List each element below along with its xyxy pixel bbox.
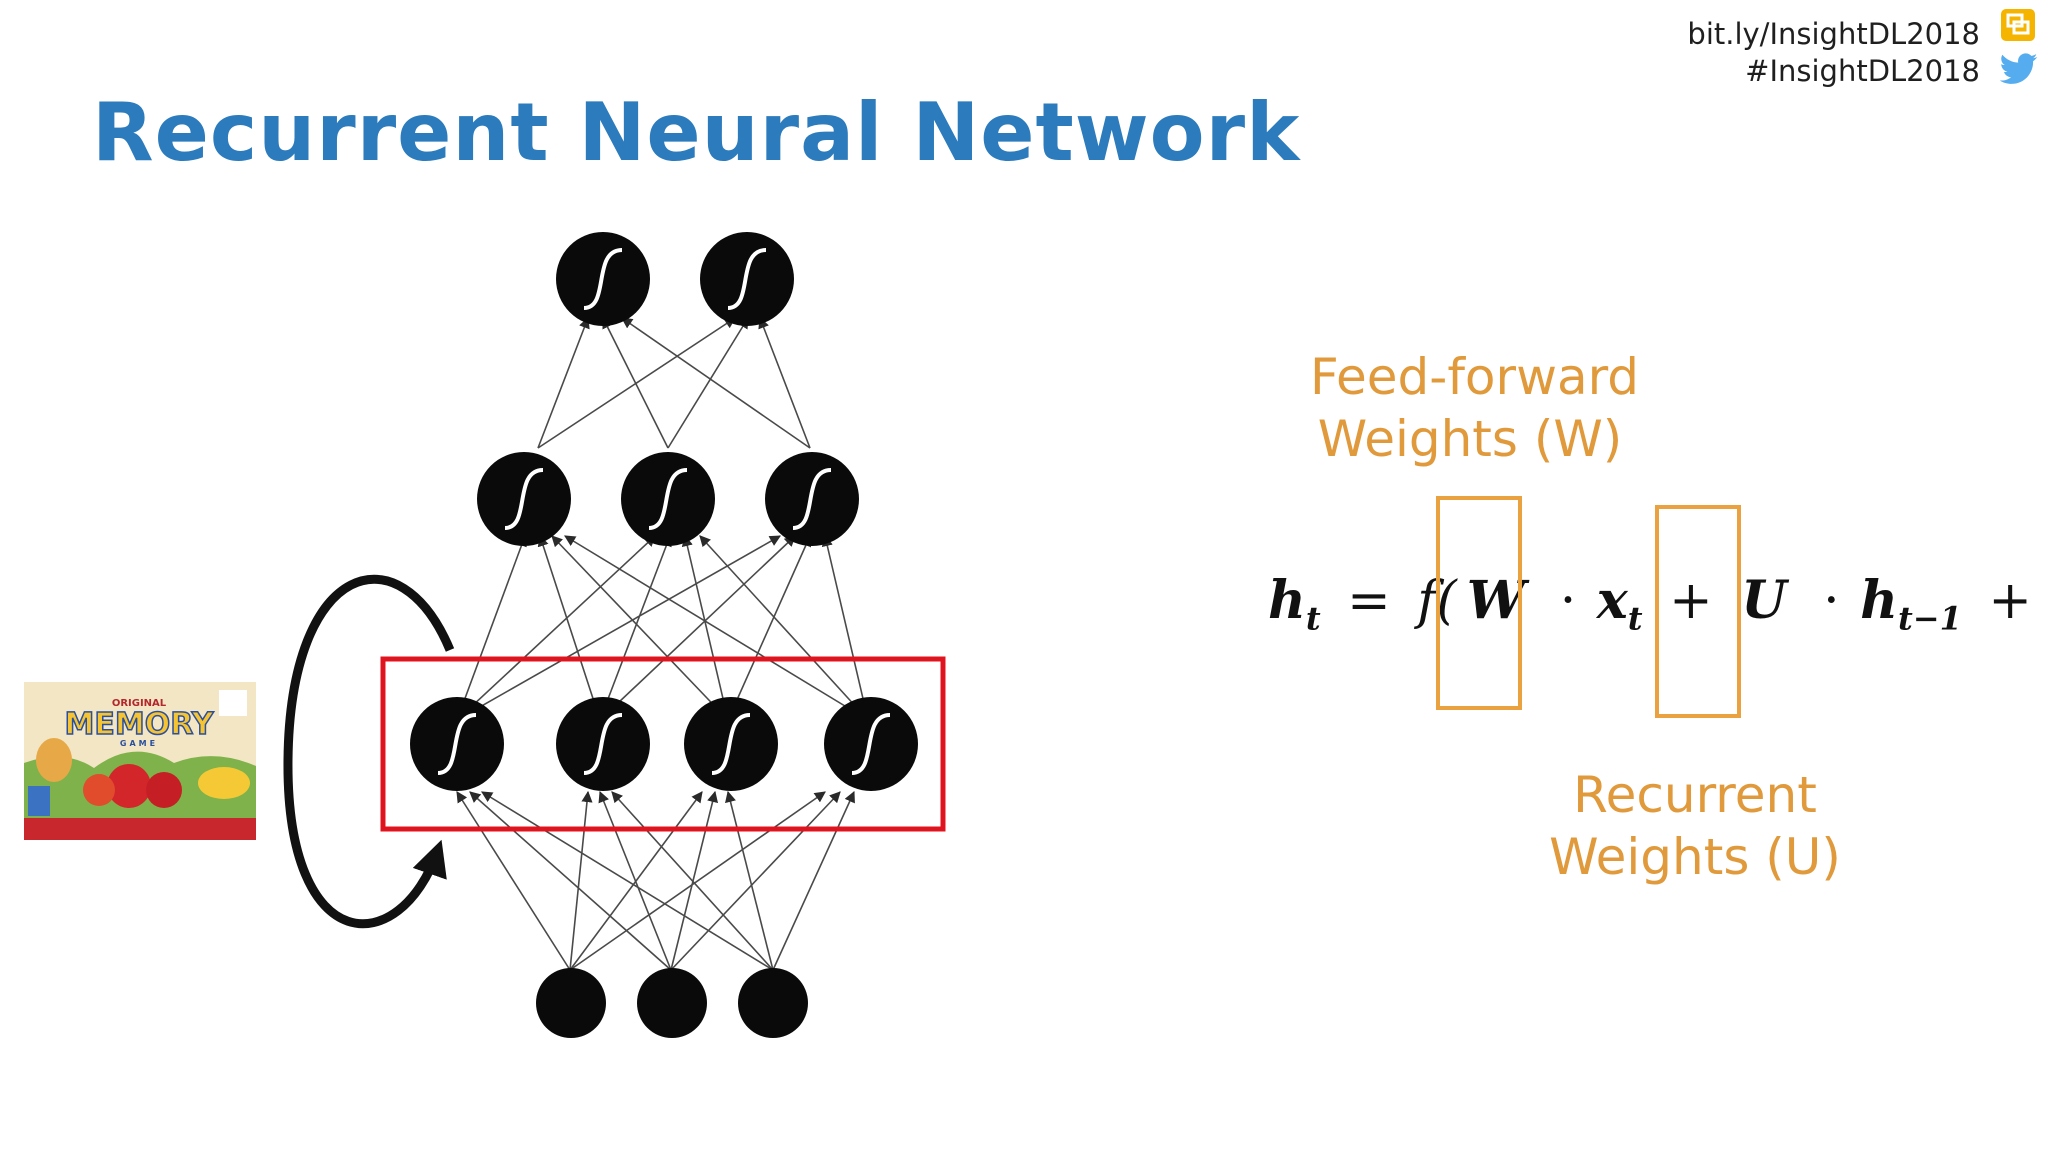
- eq-x: x: [1596, 570, 1628, 631]
- hidden-layer: [410, 697, 918, 791]
- recurrent-loop-arrow: [283, 574, 455, 929]
- header-links: bit.ly/InsightDL2018 #InsightDL2018: [1687, 16, 1980, 90]
- sigmoid-node: [556, 232, 650, 326]
- eq-w: W: [1466, 570, 1526, 631]
- sigmoid-node: [824, 697, 918, 791]
- eq-plus2: +: [1988, 571, 2032, 631]
- eq-dot1: ·: [1559, 571, 1577, 631]
- sigmoid-node: [700, 232, 794, 326]
- sigmoid-node: [477, 452, 571, 546]
- eq-h-prev-sub: t−1: [1897, 599, 1962, 638]
- sigmoid-icon: [437, 713, 477, 775]
- w-weight-box: [1436, 496, 1522, 710]
- eq-h-prev: h: [1860, 570, 1898, 631]
- input-node: [738, 968, 808, 1038]
- sigmoid-icon: [583, 248, 623, 310]
- feedforward-label-line1: Feed-forward: [1310, 348, 1640, 406]
- hashtag[interactable]: #InsightDL2018: [1745, 54, 1980, 88]
- output-layer: [556, 232, 794, 326]
- input-node: [536, 968, 606, 1038]
- twitter-bird-icon: [2000, 53, 2038, 84]
- sigmoid-icon: [851, 713, 891, 775]
- eq-plus1: +: [1669, 571, 1713, 631]
- feedforward-label-line2: Weights (W): [1317, 410, 1623, 468]
- sigmoid-node: [556, 697, 650, 791]
- hidden-layer-highlight: [380, 656, 946, 832]
- middle-layer: [477, 452, 859, 546]
- rnn-diagram: [283, 232, 946, 1038]
- sigmoid-icon: [711, 713, 751, 775]
- sigmoid-node: [621, 452, 715, 546]
- eq-u: U: [1741, 570, 1787, 631]
- recurrent-label-line1: Recurrent: [1573, 766, 1817, 824]
- recurrent-label: Recurrent Weights (U): [1535, 764, 1855, 888]
- memory-brand-main: MEMORY: [65, 707, 215, 742]
- sigmoid-icon: [648, 468, 688, 530]
- google-slides-icon: [2001, 9, 2035, 41]
- eq-h: h: [1268, 570, 1306, 631]
- memory-game-box-image: ORIGINAL MEMORY GAME: [24, 668, 256, 840]
- eq-x-sub: t: [1627, 599, 1643, 638]
- sigmoid-icon: [727, 248, 767, 310]
- eq-h-sub: t: [1305, 599, 1321, 638]
- eq-dot2: ·: [1823, 571, 1840, 631]
- rnn-equation: ht = f(W · xt + U · ht−1 + b): [1268, 570, 2032, 640]
- u-weight-box: [1655, 505, 1741, 718]
- slide-title: Recurrent Neural Network: [92, 86, 1301, 179]
- sigmoid-node: [765, 452, 859, 546]
- short-link[interactable]: bit.ly/InsightDL2018: [1687, 17, 1980, 51]
- feedforward-label: Feed-forward Weights (W): [1310, 346, 1640, 470]
- recurrent-label-line2: Weights (U): [1549, 828, 1841, 886]
- input-node: [637, 968, 707, 1038]
- connections: [456, 316, 869, 971]
- sigmoid-icon: [792, 468, 832, 530]
- sigmoid-icon: [504, 468, 544, 530]
- sigmoid-icon: [583, 713, 623, 775]
- eq-equals: =: [1347, 571, 1391, 631]
- input-layer: [536, 968, 808, 1038]
- memory-brand-sub: GAME: [120, 739, 158, 748]
- sigmoid-node: [684, 697, 778, 791]
- memory-brand-top: ORIGINAL: [112, 698, 167, 709]
- sigmoid-node: [410, 697, 504, 791]
